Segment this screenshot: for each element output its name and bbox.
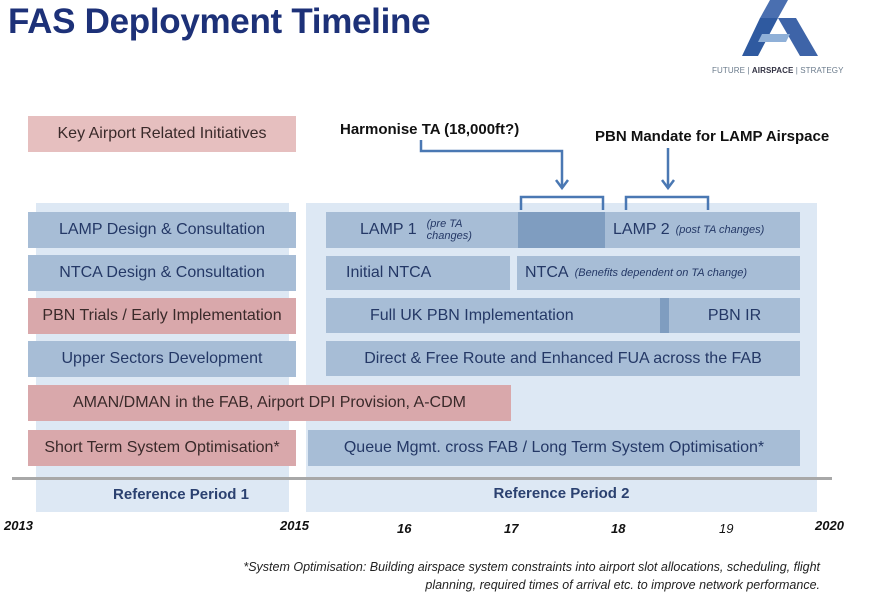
year-16: 16 <box>397 521 412 536</box>
ntca-box: NTCA (Benefits dependent on TA change) <box>517 256 800 290</box>
pbn-trials-box: PBN Trials / Early Implementation <box>28 298 296 334</box>
pbn-mandate-callout: PBN Mandate for LAMP Airspace <box>595 128 830 145</box>
pbn-ir-box: PBN IR <box>669 298 800 333</box>
initial-ntca-box: Initial NTCA <box>326 256 510 290</box>
ntca-design-box: NTCA Design & Consultation <box>28 255 296 291</box>
reference-period-1-label: Reference Period 1 <box>113 486 249 503</box>
year-18: 18 <box>611 521 626 536</box>
ntca-label: NTCA <box>525 264 569 281</box>
lamp-2-box: LAMP 2 (post TA changes) <box>605 212 800 248</box>
lamp-1-label: LAMP 1 <box>360 221 417 238</box>
aman-dman-box: AMAN/DMAN in the FAB, Airport DPI Provis… <box>28 385 511 421</box>
full-uk-pbn-box: Full UK PBN Implementation <box>326 298 660 333</box>
lamp-1-note: (pre TA changes) <box>426 218 472 242</box>
direct-free-route-box: Direct & Free Route and Enhanced FUA acr… <box>326 341 800 376</box>
page-title: FAS Deployment Timeline <box>8 2 431 41</box>
year-17: 17 <box>504 521 519 536</box>
lamp-design-box: LAMP Design & Consultation <box>28 212 296 248</box>
ta-change-block <box>518 212 605 248</box>
key-airport-initiatives-label: Key Airport Related Initiatives <box>28 116 296 152</box>
logo-text: FUTURE | AIRSPACE | STRATEGY <box>712 66 844 75</box>
timeline-axis <box>12 477 832 480</box>
year-2013: 2013 <box>4 518 33 533</box>
harmonise-ta-callout: Harmonise TA (18,000ft?) <box>340 121 520 138</box>
fas-logo-icon <box>742 0 818 56</box>
lamp-2-note: (post TA changes) <box>675 224 765 236</box>
reference-period-2-label: Reference Period 2 <box>493 485 630 502</box>
year-2020: 2020 <box>815 518 844 533</box>
pbn-transition-block <box>660 298 669 333</box>
upper-sectors-box: Upper Sectors Development <box>28 341 296 377</box>
ntca-note: (Benefits dependent on TA change) <box>574 267 748 279</box>
lamp-1-box: LAMP 1 (pre TA changes) <box>326 212 518 248</box>
footnote: *System Optimisation: Building airspace … <box>243 560 820 592</box>
short-term-optimisation-box: Short Term System Optimisation* <box>28 430 296 466</box>
lamp-2-label: LAMP 2 <box>613 221 670 238</box>
year-2015: 2015 <box>280 518 309 533</box>
queue-management-box: Queue Mgmt. cross FAB / Long Term System… <box>308 430 800 466</box>
year-19: 19 <box>719 521 734 536</box>
